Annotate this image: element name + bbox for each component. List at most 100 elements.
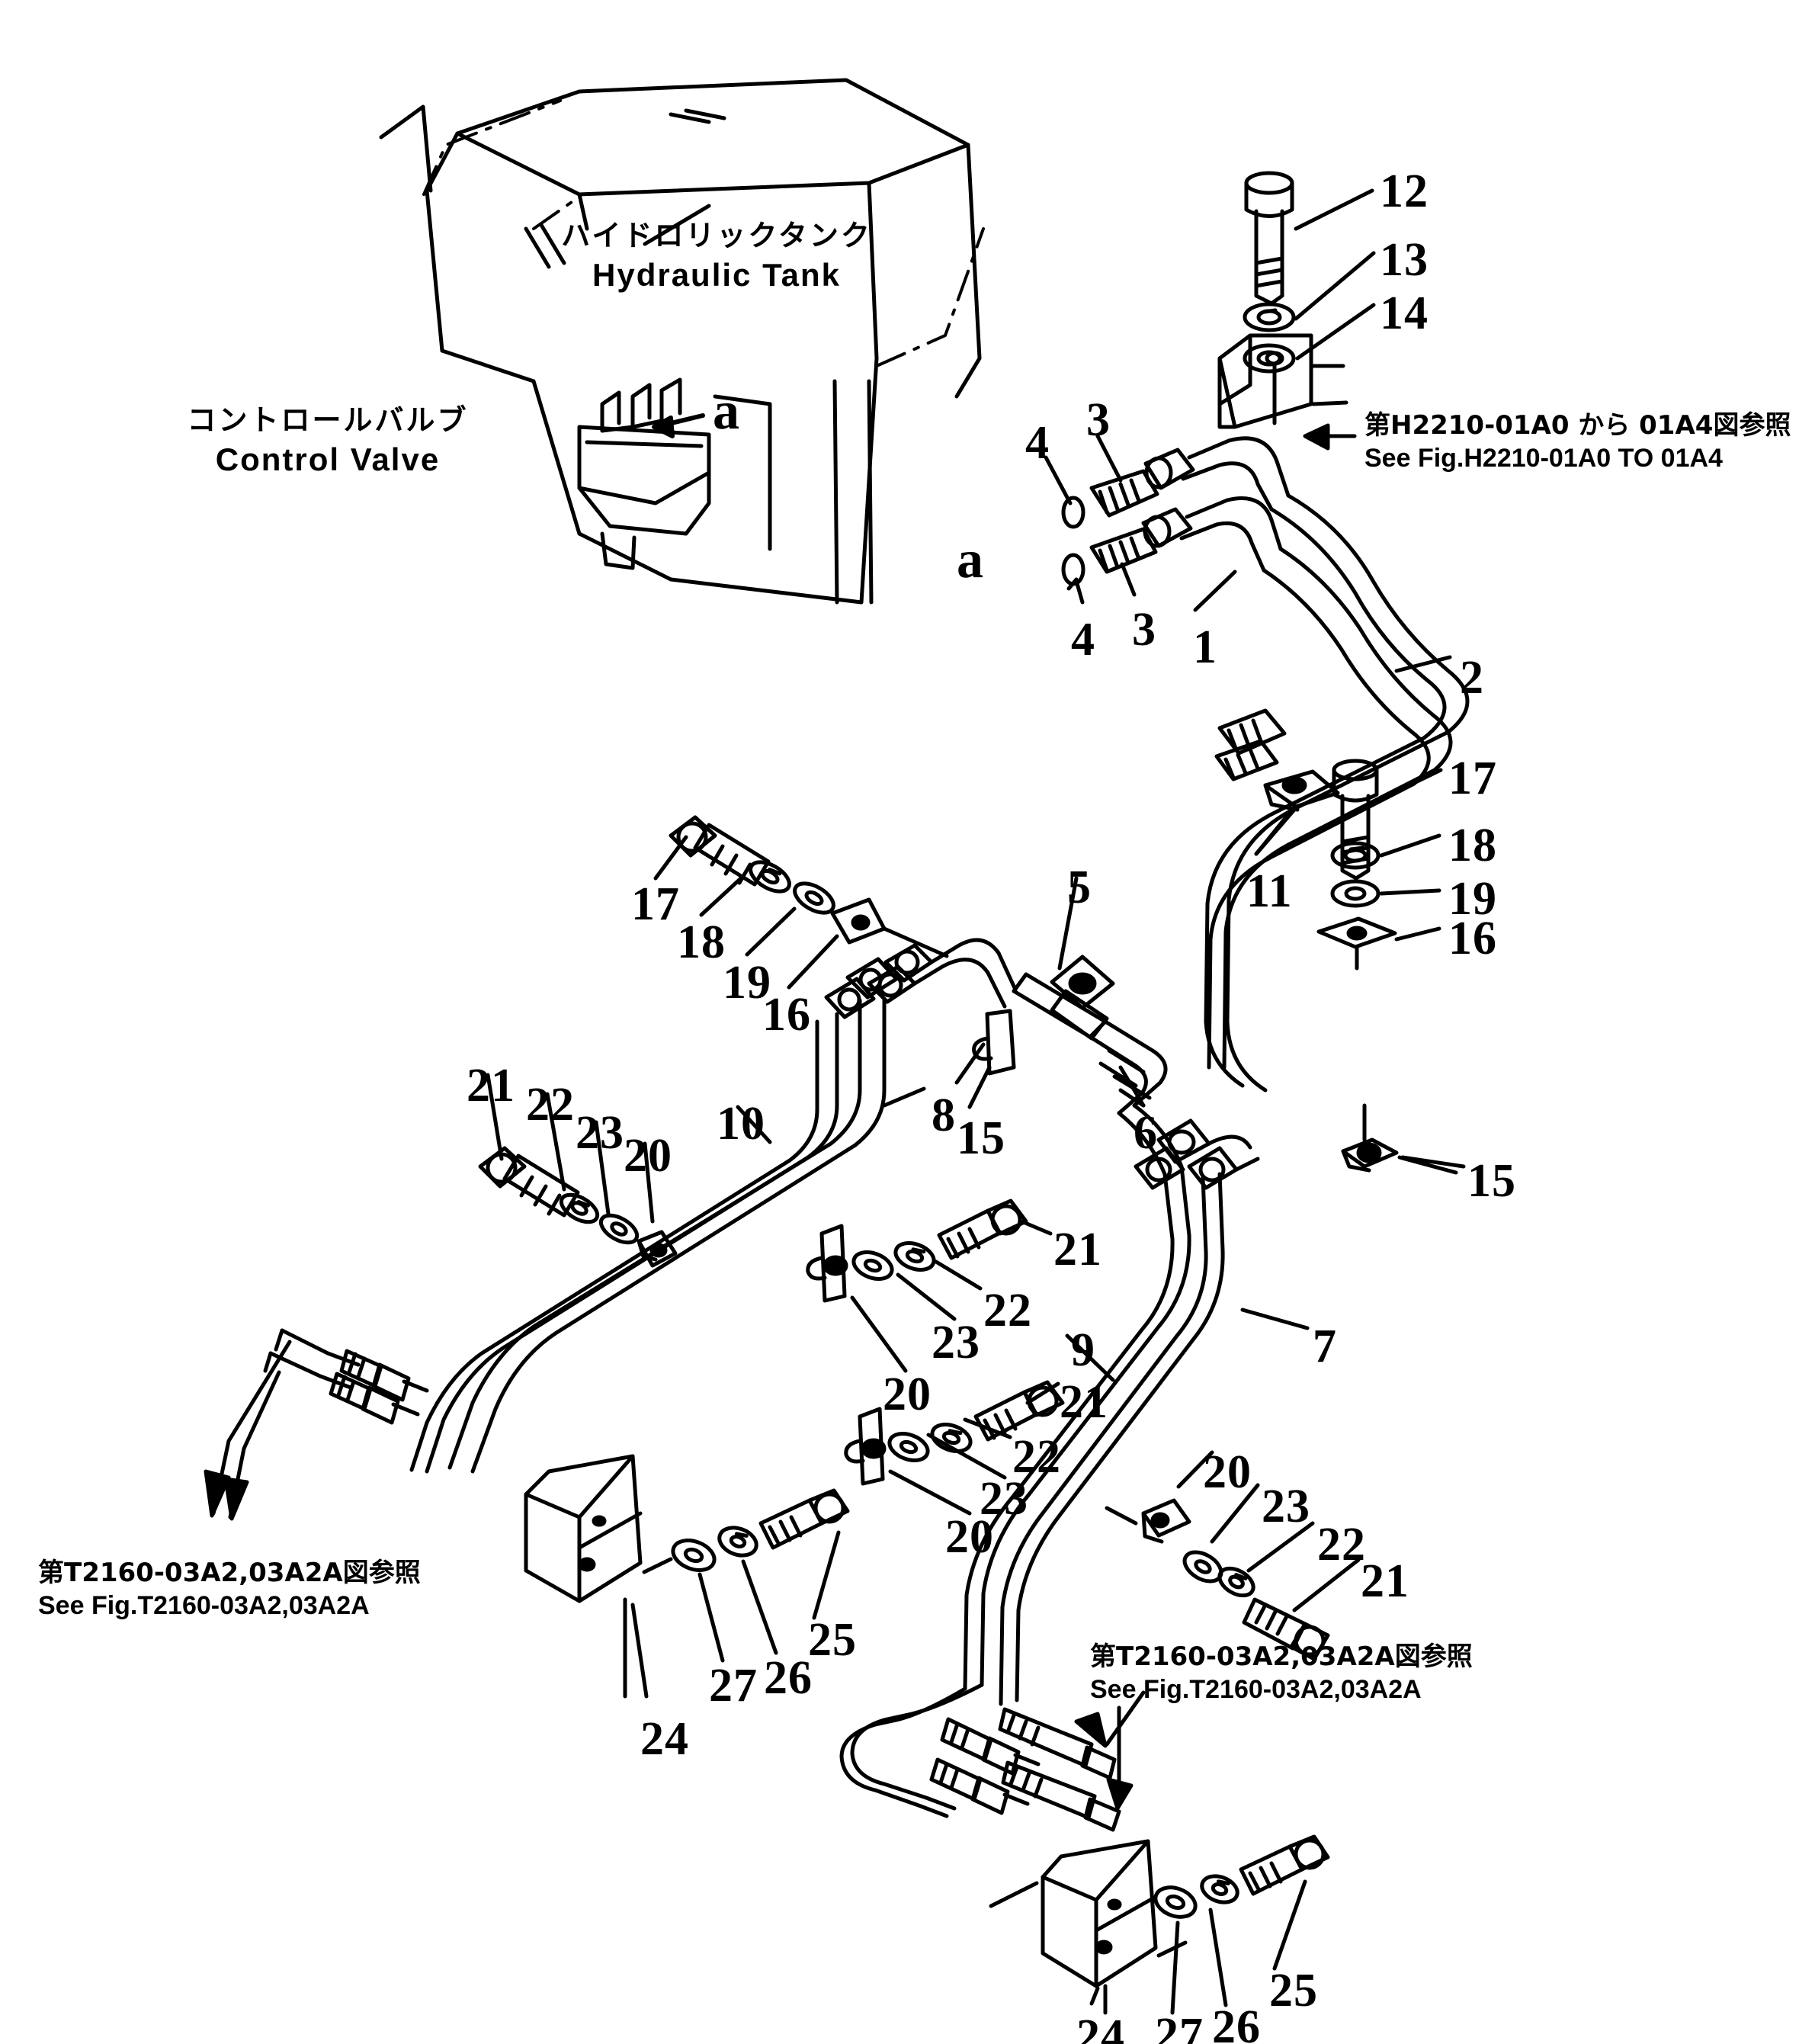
- callout-number-21: 21: [1361, 1555, 1409, 1607]
- callout-number-10: 10: [717, 1098, 765, 1150]
- callout-number-4: 4: [1071, 614, 1095, 666]
- callout-number-11: 11: [1246, 865, 1293, 917]
- callout-number-20: 20: [1203, 1446, 1252, 1498]
- clamp-plate-11: [1254, 769, 1340, 856]
- part-name-control-valve-en: Control Valve: [215, 441, 441, 477]
- callout-number-27: 27: [1155, 2009, 1204, 2044]
- callout-number-19: 19: [723, 957, 771, 1009]
- callout-number-15: 15: [957, 1112, 1005, 1164]
- tube-joint-block: [1214, 708, 1287, 781]
- leader-24-left: [630, 1603, 649, 1699]
- callout-number-22: 22: [1317, 1519, 1366, 1571]
- callout-number-2: 2: [1460, 652, 1484, 704]
- bracket-24-left: [524, 1454, 673, 1699]
- callout-number-18: 18: [1448, 820, 1497, 871]
- bolt-25-left: [758, 1488, 850, 1550]
- callout-number-6: 6: [1134, 1107, 1158, 1159]
- callout-number-21: 21: [1053, 1224, 1102, 1275]
- leader-24-right: [1089, 1986, 1100, 2006]
- callout-number-21: 21: [1060, 1376, 1108, 1428]
- reference-note-h2210: 第H2210-01A0 から 01A4図参照 See Fig.H2210-01A…: [1364, 404, 1791, 473]
- callout-number-27: 27: [709, 1660, 758, 1712]
- callout-number-19: 19: [1448, 873, 1497, 925]
- reference-note-h2210-jp: 第H2210-01A0 から 01A4図参照: [1364, 410, 1791, 441]
- clamp-bolt-group-center-upper: [806, 1198, 1028, 1303]
- section-a-leader: [713, 394, 772, 551]
- callout-number-23: 23: [980, 1473, 1028, 1525]
- bracket-24-right: [989, 1839, 1188, 2015]
- reference-note-t2160-left-en: See Fig.T2160-03A2,03A2A: [38, 1591, 370, 1620]
- mounting-bracket-bolt-group: [1217, 171, 1348, 429]
- callout-number-22: 22: [983, 1285, 1032, 1336]
- tube-1-2: [1204, 493, 1470, 1093]
- callout-number-25: 25: [1269, 1965, 1318, 2017]
- callout-number-3: 3: [1132, 604, 1156, 656]
- callout-number-26: 26: [1212, 2001, 1261, 2044]
- callout-number-23: 23: [932, 1317, 980, 1369]
- callout-number-23: 23: [576, 1107, 624, 1159]
- part-name-hydraulic-tank-en: Hydraulic Tank: [592, 257, 841, 293]
- reference-note-t2160-left-jp: 第T2160-03A2,03A2A図参照: [38, 1558, 421, 1588]
- callout-number-14: 14: [1380, 287, 1429, 339]
- callout-number-13: 13: [1380, 234, 1429, 286]
- callout-number-18: 18: [677, 916, 726, 968]
- callout-number-15: 15: [1467, 1155, 1516, 1207]
- reference-note-h2210-en: See Fig.H2210-01A0 TO 01A4: [1364, 444, 1723, 473]
- callout-number-22: 22: [526, 1079, 575, 1131]
- callout-number-24: 24: [1076, 2010, 1125, 2044]
- reference-note-t2160-right-en: See Fig.T2160-03A2,03A2A: [1090, 1675, 1422, 1704]
- callout-number-26: 26: [764, 1652, 813, 1704]
- joint-assembly-5: [1012, 955, 1168, 1115]
- hose-fitting-upper: [1061, 436, 1291, 586]
- reference-note-t2160-right: 第T2160-03A2,03A2A図参照 See Fig.T2160-03A2,…: [1090, 1635, 1473, 1705]
- section-a-valve-arrow: [652, 413, 705, 438]
- reference-note-t2160-right-jp: 第T2160-03A2,03A2A図参照: [1090, 1641, 1473, 1672]
- part-name-control-valve-jp: コントロールバルブ: [187, 403, 469, 437]
- bolt-group-left-17-18-19-16: [669, 815, 949, 958]
- tank-label-leader: [643, 204, 711, 246]
- ref-h2210-arrow: [1303, 423, 1357, 451]
- callout-number-17: 17: [631, 878, 680, 930]
- callout-number-20: 20: [883, 1369, 932, 1420]
- callout-number-24: 24: [640, 1713, 689, 1765]
- callout-number-25: 25: [808, 1614, 857, 1666]
- clamp-bolt-group-right-lower: [1105, 1498, 1330, 1661]
- callout-number-5: 5: [1067, 862, 1092, 913]
- hydraulic-tank-outline: [379, 78, 982, 605]
- callout-number-9: 9: [1071, 1324, 1095, 1376]
- tank-dashdot-edge: [422, 99, 985, 367]
- lock-washer-18-right: [1330, 841, 1380, 870]
- bolt-25-right: [1239, 1834, 1330, 1896]
- washer-19-right: [1330, 879, 1380, 908]
- tube-6-7-9: [963, 1103, 1225, 1706]
- hose-ends-bottom-left: [204, 1328, 429, 1521]
- callout-leaders: [486, 188, 1466, 2015]
- callout-number-21: 21: [467, 1060, 515, 1112]
- lock-washer-26-right: [1200, 1874, 1239, 1904]
- callout-number-3: 3: [1086, 394, 1111, 446]
- bolt-group-left-21-22-23-20: [478, 1146, 678, 1268]
- part-name-hydraulic-tank: ハイドロリックタンク Hydraulic Tank: [561, 212, 872, 294]
- callout-number-20: 20: [624, 1130, 672, 1182]
- control-valve-body: [577, 377, 711, 570]
- washer-27-right: [1153, 1885, 1198, 1919]
- section-marker-a-valve: a: [713, 382, 739, 441]
- callout-number-12: 12: [1380, 165, 1429, 217]
- callout-number-16: 16: [762, 989, 811, 1041]
- lock-washer-26-left: [717, 1526, 758, 1558]
- clamp-plate-16-right: [1316, 916, 1397, 971]
- tube-6-fittings: [1134, 1118, 1260, 1190]
- callout-number-22: 22: [1012, 1431, 1061, 1483]
- reference-note-t2160-left: 第T2160-03A2,03A2A図参照 See Fig.T2160-03A2,…: [38, 1551, 421, 1621]
- callout-number-7: 7: [1313, 1320, 1337, 1372]
- section-marker-a-hose: a: [957, 531, 983, 589]
- callout-number-16: 16: [1448, 913, 1497, 964]
- washer-27-left: [671, 1539, 717, 1572]
- callout-number-8: 8: [932, 1089, 956, 1141]
- hose-ends-bottom-center: [839, 1683, 1146, 1832]
- tube-8-10: [409, 957, 899, 1474]
- callout-number-17: 17: [1448, 752, 1497, 804]
- callout-number-23: 23: [1262, 1481, 1310, 1532]
- clamp-15-center: [954, 1009, 1016, 1085]
